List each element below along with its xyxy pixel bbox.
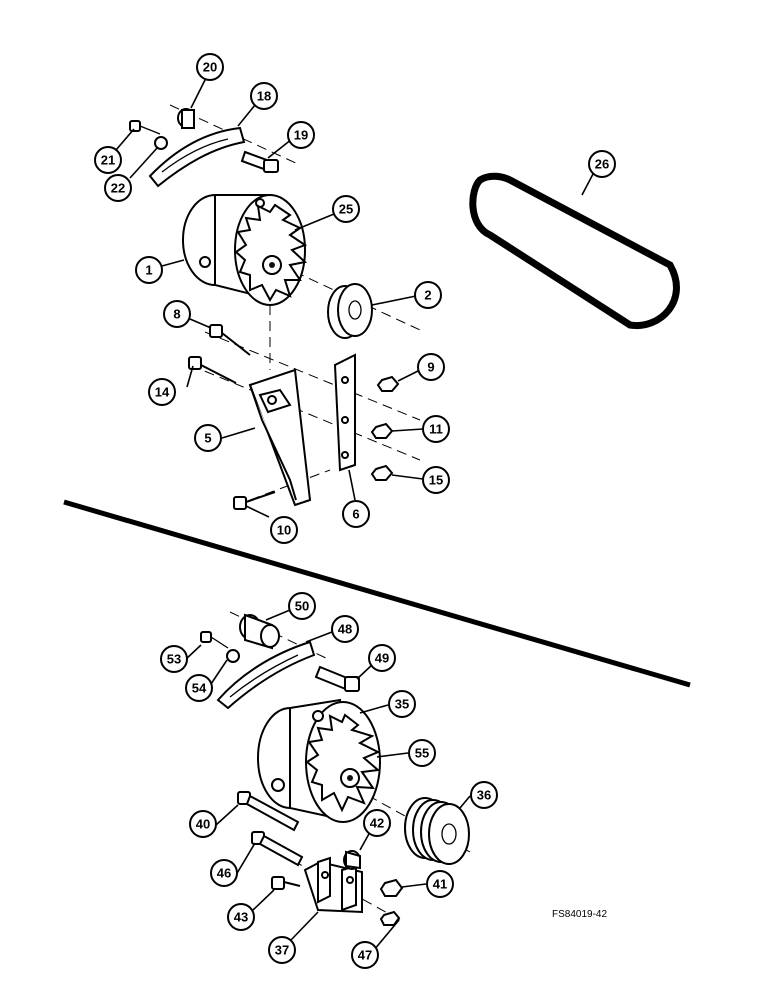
svg-text:2: 2	[424, 288, 431, 303]
svg-text:20: 20	[203, 60, 217, 75]
svg-text:25: 25	[339, 202, 353, 217]
section-divider-line	[63, 499, 691, 688]
callout-2: 2	[414, 281, 442, 309]
svg-text:15: 15	[429, 473, 443, 488]
svg-text:53: 53	[167, 652, 181, 667]
svg-text:8: 8	[173, 307, 180, 322]
nut-part-15	[370, 464, 394, 481]
callout-49: 49	[368, 644, 396, 672]
spacer-part-42	[343, 850, 361, 870]
callout-1: 1	[135, 256, 163, 284]
fan-part-55	[305, 713, 381, 813]
svg-text:50: 50	[295, 599, 309, 614]
svg-text:42: 42	[370, 816, 384, 831]
pulley-part-36	[404, 797, 470, 865]
svg-text:6: 6	[352, 507, 359, 522]
callout-20: 20	[196, 53, 224, 81]
bolt-part-19	[240, 150, 279, 174]
callout-48: 48	[331, 615, 359, 643]
washer-part-22	[154, 136, 168, 150]
callout-11: 11	[422, 415, 450, 443]
svg-text:14: 14	[155, 385, 170, 400]
callout-53: 53	[160, 645, 188, 673]
callout-37: 37	[268, 936, 296, 964]
spacer-part-50	[239, 613, 280, 650]
callout-36: 36	[470, 781, 498, 809]
callout-6: 6	[342, 500, 370, 528]
mounting-bracket-part-5	[248, 368, 312, 507]
callouts: 20 18 19 21 22 25 26 1 2 8 9 14 11 5 15 …	[94, 53, 616, 969]
svg-text:41: 41	[433, 877, 447, 892]
adjusting-strap-part-18	[148, 126, 246, 188]
nut-part-11	[370, 422, 394, 439]
bolt-part-14	[188, 356, 237, 384]
fan-part-25	[234, 203, 308, 303]
callout-41: 41	[426, 870, 454, 898]
callout-42: 42	[363, 809, 391, 837]
belt-part-26	[469, 172, 680, 330]
mounting-bracket-part-37	[303, 856, 363, 914]
callout-35: 35	[388, 690, 416, 718]
svg-text:26: 26	[595, 157, 609, 172]
callout-50: 50	[288, 592, 316, 620]
washer-part-54	[226, 649, 240, 663]
svg-text:5: 5	[204, 431, 211, 446]
callout-14: 14	[148, 378, 176, 406]
svg-text:48: 48	[338, 622, 352, 637]
spacer-part-20	[177, 108, 195, 129]
figure-code: FS84019-42	[552, 909, 607, 920]
callout-46: 46	[210, 859, 238, 887]
nut-part-9	[376, 375, 400, 392]
callout-8: 8	[163, 300, 191, 328]
callout-15: 15	[422, 466, 450, 494]
svg-text:54: 54	[192, 681, 207, 696]
callout-43: 43	[227, 903, 255, 931]
callout-10: 10	[270, 516, 298, 544]
svg-text:49: 49	[375, 651, 389, 666]
bolt-part-8	[209, 324, 251, 356]
brace-part-6	[333, 353, 356, 472]
bolt-part-46	[251, 831, 304, 867]
svg-text:46: 46	[217, 866, 231, 881]
bolt-part-43	[271, 876, 301, 890]
svg-text:9: 9	[427, 360, 434, 375]
svg-text:10: 10	[277, 523, 291, 538]
bolt-part-10	[233, 491, 276, 510]
svg-text:19: 19	[294, 128, 308, 143]
callout-9: 9	[417, 353, 445, 381]
callout-26: 26	[588, 150, 616, 178]
pulley-part-2	[327, 283, 373, 339]
svg-text:36: 36	[477, 788, 491, 803]
callout-18: 18	[250, 82, 278, 110]
bolt-part-53	[200, 631, 229, 649]
callout-19: 19	[287, 121, 315, 149]
callout-55: 55	[408, 739, 436, 767]
callout-40: 40	[189, 810, 217, 838]
nut-part-41	[379, 878, 404, 897]
svg-text:47: 47	[358, 948, 372, 963]
upper-assembly	[115, 75, 680, 518]
bolt-part-49	[314, 665, 360, 692]
lower-assembly	[184, 609, 471, 951]
callout-21: 21	[94, 146, 122, 174]
svg-text:43: 43	[234, 910, 248, 925]
bolt-part-21	[129, 120, 161, 135]
callout-47: 47	[351, 941, 379, 969]
svg-text:11: 11	[429, 422, 443, 437]
callout-5: 5	[194, 424, 222, 452]
callout-54: 54	[185, 674, 213, 702]
callout-25: 25	[332, 195, 360, 223]
svg-text:37: 37	[275, 943, 289, 958]
callout-22: 22	[104, 174, 132, 202]
svg-text:1: 1	[145, 263, 152, 278]
svg-text:18: 18	[257, 89, 271, 104]
bolt-part-40	[237, 791, 300, 832]
svg-text:35: 35	[395, 697, 409, 712]
svg-text:22: 22	[111, 181, 125, 196]
svg-text:21: 21	[101, 153, 115, 168]
svg-text:55: 55	[415, 746, 429, 761]
svg-text:40: 40	[196, 817, 210, 832]
